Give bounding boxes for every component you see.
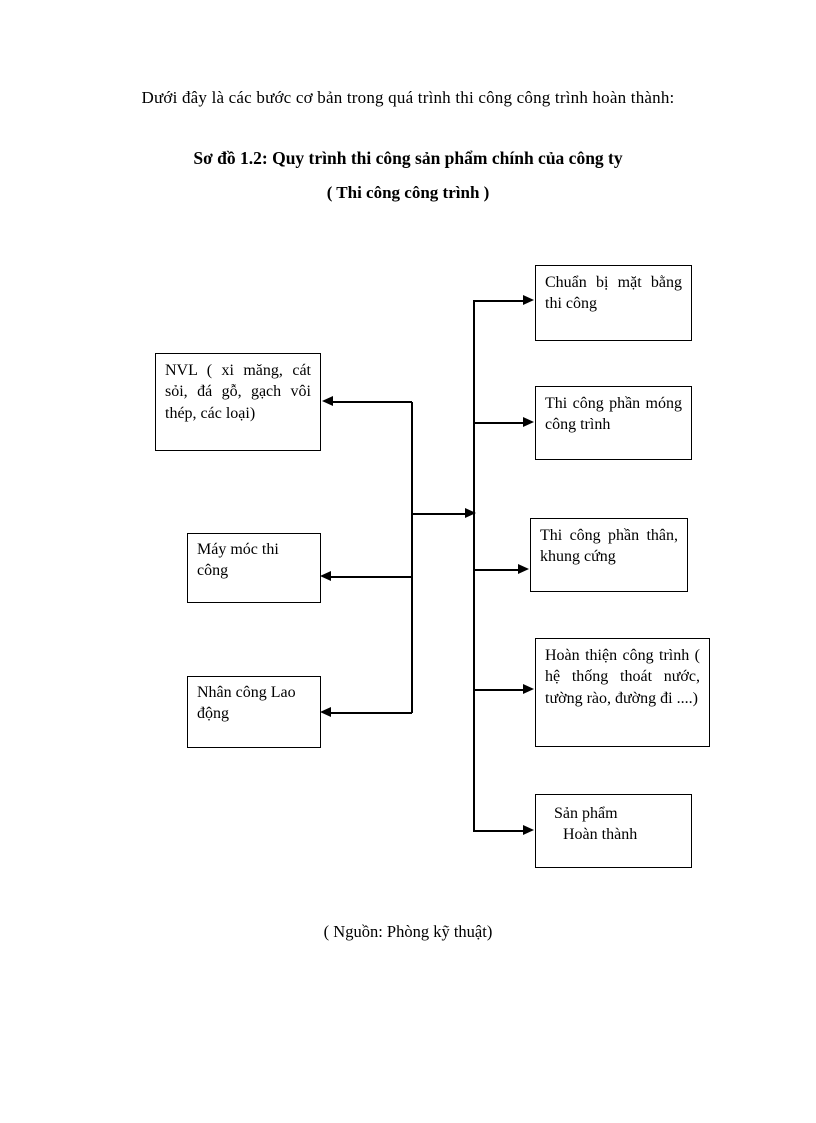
intro-paragraph: Dưới đây là các bước cơ bản trong quá tr… [141, 88, 675, 107]
node-may-moc-thi-cong-label: Máy móc thi công [197, 541, 279, 580]
connector-inputs-to-process-trunk [411, 513, 467, 515]
arrowhead-into-mong [523, 417, 534, 427]
arrowhead-into-process-trunk [465, 508, 476, 518]
node-thi-cong-phan-than: Thi công phần thân, khung cứng [530, 518, 688, 592]
diagram-subtitle: ( Thi công công trình ) [326, 183, 490, 202]
arrowhead-into-nhancong [320, 707, 331, 717]
node-nvl-label: NVL ( xi măng, cát sỏi, đá gỗ, gạch vôi … [165, 362, 311, 422]
node-nvl: NVL ( xi măng, cát sỏi, đá gỗ, gạch vôi … [155, 353, 321, 451]
node-thi-cong-phan-than-label: Thi công phần thân, khung cứng [540, 527, 678, 566]
node-nhan-cong-lao-dong: Nhân công Lao động [187, 676, 321, 748]
arrowhead-into-sanpham [523, 825, 534, 835]
arrowhead-into-chuanbi [523, 295, 534, 305]
node-hoan-thien-cong-trinh-label: Hoàn thiện công trình ( hệ thống thoát n… [545, 647, 700, 707]
connector-trunk-to-mong [473, 422, 524, 424]
connector-trunk-to-nvl [333, 401, 412, 403]
arrowhead-into-nvl [322, 396, 333, 406]
node-nhan-cong-lao-dong-label: Nhân công Lao động [197, 684, 296, 723]
diagram-title: Sơ đồ 1.2: Quy trình thi công sản phẩm c… [193, 148, 623, 168]
arrowhead-into-maymoc [320, 571, 331, 581]
node-may-moc-thi-cong: Máy móc thi công [187, 533, 321, 603]
connector-trunk-to-chuanbi [473, 300, 524, 302]
process-trunk-vertical-line [473, 301, 475, 831]
node-thi-cong-phan-mong: Thi công phần móng công trình [535, 386, 692, 460]
arrowhead-into-hoanthien [523, 684, 534, 694]
node-chuan-bi-mat-bang-label: Chuẩn bị mặt bằng thi công [545, 274, 682, 313]
connector-trunk-to-than [473, 569, 519, 571]
arrowhead-into-than [518, 564, 529, 574]
node-hoan-thien-cong-trinh: Hoàn thiện công trình ( hệ thống thoát n… [535, 638, 710, 747]
connector-trunk-to-nhancong [331, 712, 412, 714]
connector-trunk-to-hoanthien [473, 689, 524, 691]
connector-trunk-to-sanpham [473, 830, 524, 832]
connector-trunk-to-maymoc [331, 576, 412, 578]
input-trunk-vertical-line [411, 402, 413, 713]
node-chuan-bi-mat-bang: Chuẩn bị mặt bằng thi công [535, 265, 692, 341]
source-note: ( Nguồn: Phòng kỹ thuật) [323, 922, 493, 941]
node-thi-cong-phan-mong-label: Thi công phần móng công trình [545, 395, 682, 434]
